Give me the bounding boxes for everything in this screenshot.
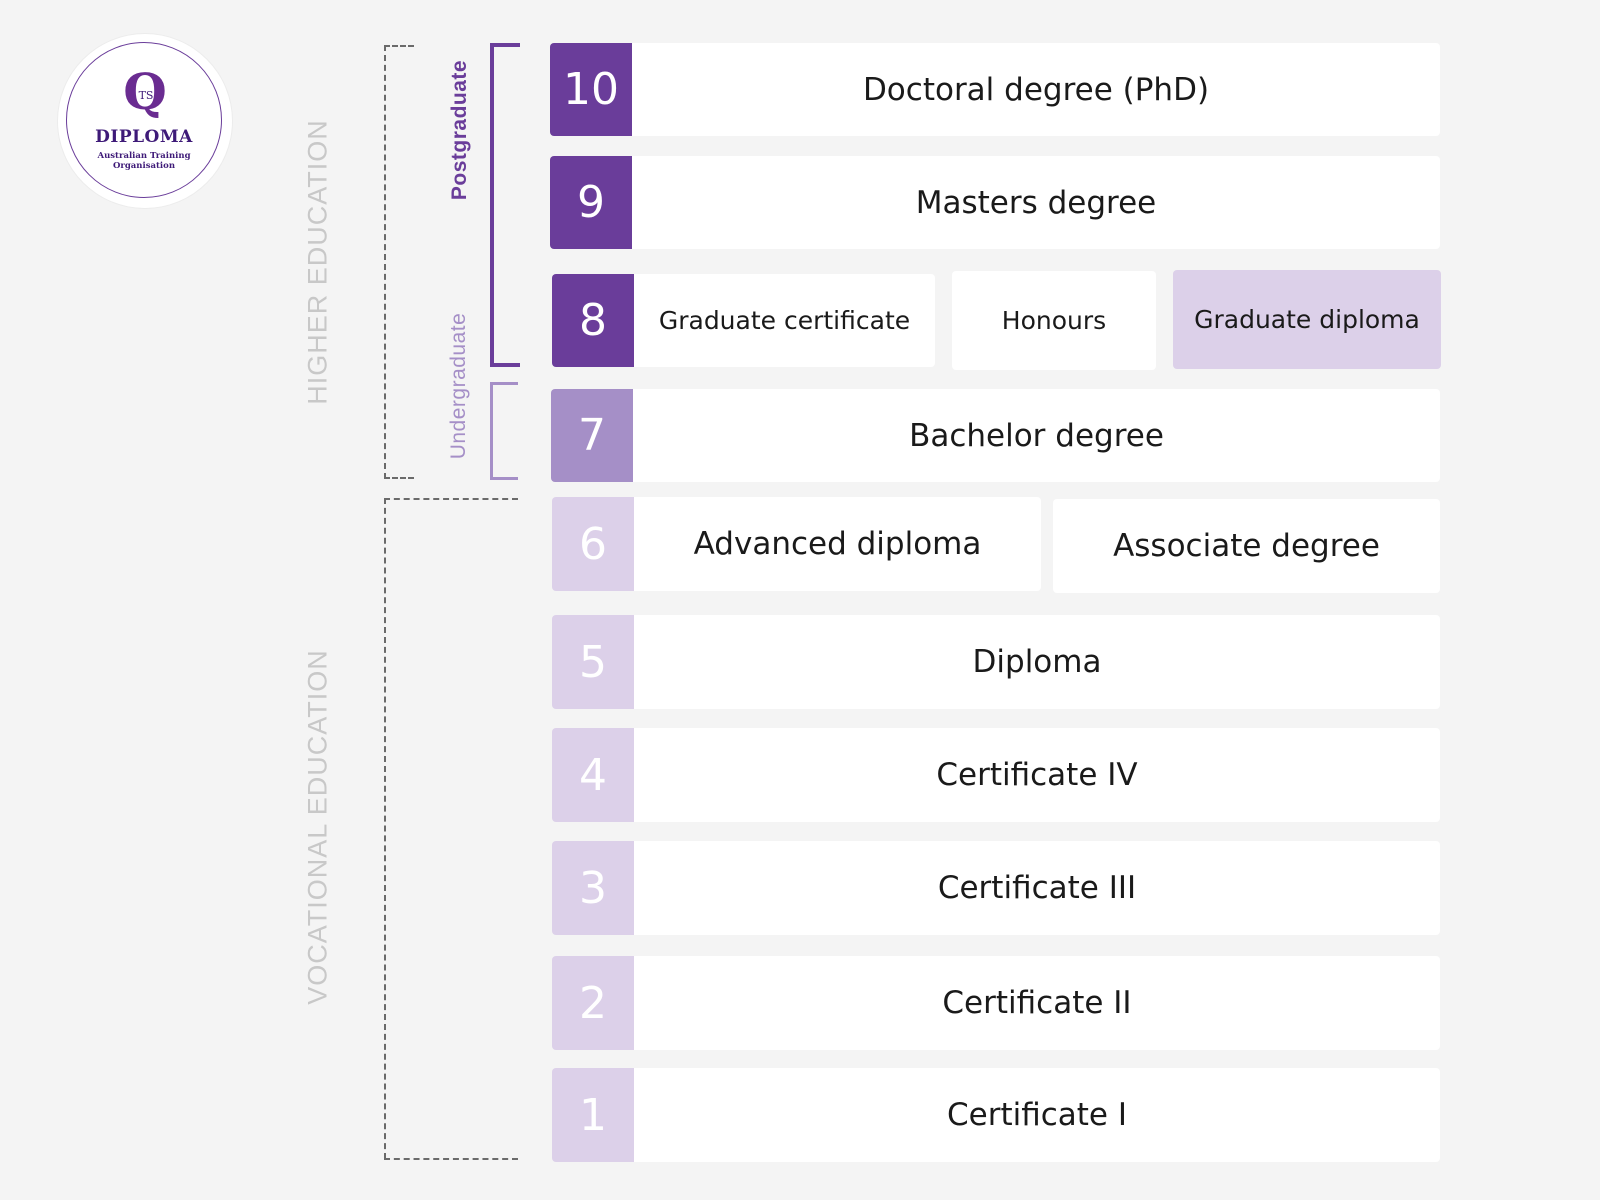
- higher-bracket-side: [384, 45, 386, 479]
- level-3-number: 3: [552, 841, 634, 935]
- level-3-certificate-iii: Certificate III: [634, 841, 1440, 935]
- undergraduate-bracket: [490, 382, 518, 480]
- level-5-diploma: Diploma: [634, 615, 1440, 709]
- higher-education-label: HIGHER EDUCATION: [302, 119, 333, 405]
- level-1-number: 1: [552, 1068, 634, 1162]
- level-7-number: 7: [551, 389, 633, 482]
- logo-q-icon: Q TS: [123, 65, 167, 121]
- vocational-bracket-top: [384, 498, 518, 500]
- logo-mark-letter: Q: [123, 65, 167, 121]
- level-10-doctoral-degree: Doctoral degree (PhD): [632, 43, 1440, 136]
- level-5-number: 5: [552, 615, 634, 709]
- vocational-bracket-bottom: [384, 1158, 518, 1160]
- level-2-certificate-ii: Certificate II: [634, 956, 1440, 1050]
- level-8-number: 8: [552, 274, 634, 367]
- level-9-masters-degree: Masters degree: [632, 156, 1440, 249]
- level-8-graduate-certificate: Graduate certificate: [634, 274, 935, 367]
- undergraduate-label: Undergraduate: [447, 312, 470, 460]
- level-2-number: 2: [552, 956, 634, 1050]
- vocational-education-label: VOCATIONAL EDUCATION: [302, 649, 333, 1005]
- level-8-graduate-diploma: Graduate diploma: [1173, 270, 1441, 369]
- level-10-number: 10: [550, 43, 632, 136]
- logo-name: DIPLOMA: [95, 127, 193, 147]
- level-6-number: 6: [552, 497, 634, 591]
- postgraduate-label: Postgraduate: [448, 59, 471, 201]
- logo: Q TS DIPLOMA Australian Training Organis…: [58, 34, 232, 208]
- level-4-certificate-iv: Certificate IV: [634, 728, 1440, 822]
- level-8-honours: Honours: [952, 271, 1156, 370]
- level-6-advanced-diploma: Advanced diploma: [634, 497, 1041, 591]
- level-4-number: 4: [552, 728, 634, 822]
- logo-badge: Q TS DIPLOMA Australian Training Organis…: [66, 42, 222, 198]
- higher-bracket-bottom: [384, 477, 414, 479]
- postgraduate-bracket: [490, 43, 520, 367]
- logo-mark-sub: TS: [139, 89, 154, 102]
- level-6-associate-degree: Associate degree: [1053, 499, 1440, 593]
- level-9-number: 9: [550, 156, 632, 249]
- level-1-certificate-i: Certificate I: [634, 1068, 1440, 1162]
- vocational-bracket-side: [384, 498, 386, 1159]
- higher-bracket-top: [384, 45, 414, 47]
- logo-tagline: Australian Training Organisation: [97, 151, 191, 171]
- level-7-bachelor-degree: Bachelor degree: [633, 389, 1440, 482]
